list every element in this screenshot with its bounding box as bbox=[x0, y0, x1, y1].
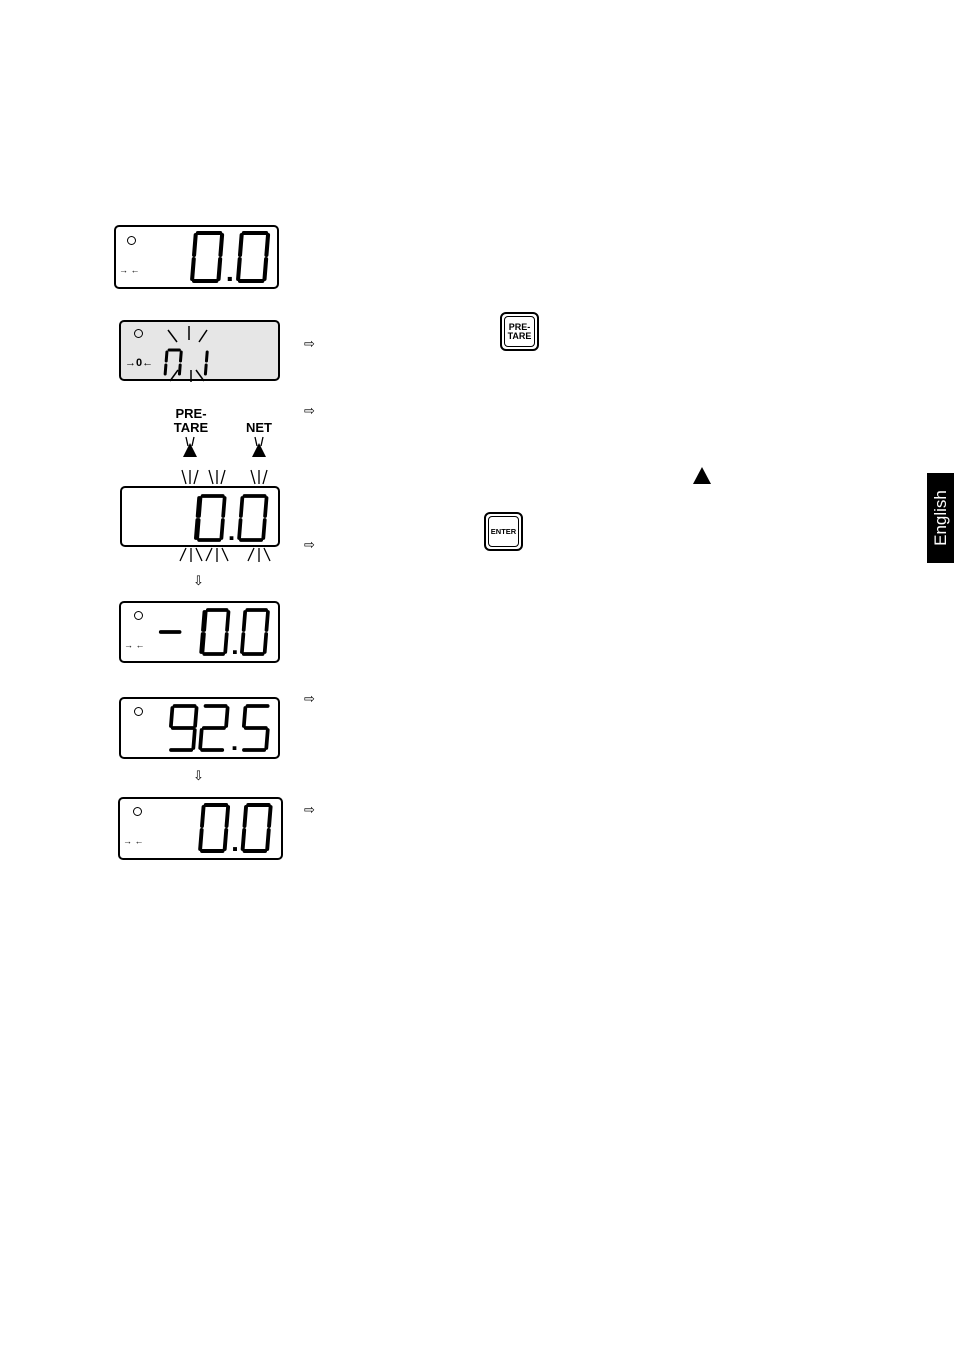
segment-e bbox=[163, 363, 168, 376]
stable-indicator bbox=[127, 236, 136, 245]
segment-f bbox=[197, 496, 203, 518]
segment-f bbox=[242, 805, 248, 828]
pretare-annunciator-label: PRE- TARE bbox=[168, 407, 214, 435]
display-1: → ← bbox=[114, 225, 279, 289]
segment-c bbox=[262, 632, 269, 654]
segment-c bbox=[191, 728, 197, 750]
seven-seg-readout bbox=[169, 704, 270, 752]
step-arrow-icon: ⇨ bbox=[304, 691, 315, 706]
seven-seg-readout bbox=[194, 494, 269, 542]
decimal-point bbox=[233, 847, 237, 851]
segment-c bbox=[262, 256, 269, 282]
language-tab: English bbox=[927, 473, 954, 563]
display-5 bbox=[119, 697, 280, 759]
stable-indicator bbox=[134, 707, 143, 716]
segment-c bbox=[203, 363, 208, 376]
segment-b bbox=[264, 610, 270, 632]
pretare-label-line1: PRE- bbox=[175, 406, 207, 421]
up-triangle-icon bbox=[693, 467, 711, 484]
net-annunciator-label: NET bbox=[246, 420, 272, 435]
segment-f bbox=[192, 232, 198, 258]
seven-seg-readout bbox=[163, 348, 209, 376]
segment-c bbox=[265, 828, 271, 851]
step-arrow-icon: ⇨ bbox=[304, 336, 315, 351]
stable-indicator bbox=[134, 329, 143, 338]
segment-b bbox=[264, 232, 271, 258]
segment-c bbox=[223, 632, 229, 654]
display-2: →0← bbox=[119, 320, 280, 381]
segment-b bbox=[267, 805, 273, 828]
zero-indicator: → ← bbox=[124, 640, 145, 650]
seven-seg-readout bbox=[158, 608, 270, 656]
segment-f bbox=[164, 350, 169, 363]
step-arrow-icon: ⇨ bbox=[304, 537, 315, 552]
decimal-point bbox=[232, 746, 237, 750]
segment-c bbox=[261, 518, 267, 540]
segment-b bbox=[225, 610, 231, 632]
segment-c bbox=[222, 828, 229, 851]
display-3 bbox=[120, 486, 280, 547]
step-arrow-icon: ⇨ bbox=[304, 802, 315, 817]
segment-e bbox=[190, 256, 196, 282]
enter-key-icon: ENTER bbox=[484, 512, 523, 551]
pretare-label-line2: TARE bbox=[173, 420, 209, 435]
segment-e bbox=[195, 518, 201, 540]
segment-f bbox=[239, 496, 245, 518]
zero-indicator: →0← bbox=[125, 357, 154, 369]
stable-indicator bbox=[134, 611, 143, 620]
segment-f bbox=[242, 706, 248, 728]
segment-b bbox=[224, 805, 231, 828]
decimal-point bbox=[229, 536, 234, 540]
seven-seg-readout bbox=[190, 230, 271, 284]
segment-b bbox=[193, 706, 199, 728]
display-6: → ← bbox=[118, 797, 283, 860]
segment-b bbox=[221, 496, 227, 518]
segment-f bbox=[202, 610, 208, 632]
zero-indicator: → ← bbox=[119, 265, 140, 275]
down-arrow-icon: ⇩ bbox=[193, 573, 204, 588]
segment-c bbox=[219, 518, 225, 540]
segment-c bbox=[177, 363, 182, 376]
segment-b bbox=[224, 706, 230, 728]
down-arrow-icon: ⇩ bbox=[193, 768, 204, 783]
segment-c bbox=[216, 256, 223, 282]
segment-e bbox=[237, 518, 243, 540]
segment-b bbox=[179, 350, 183, 363]
decimal-point bbox=[227, 276, 232, 281]
segment-e bbox=[198, 828, 204, 851]
pretare-key-line1: PRE- bbox=[508, 321, 531, 332]
step-arrow-icon: ⇨ bbox=[304, 403, 315, 418]
zero-indicator: → ← bbox=[123, 836, 144, 846]
segment-c bbox=[264, 728, 270, 750]
segment-f bbox=[241, 610, 247, 632]
segment-b bbox=[218, 232, 225, 258]
segment-b bbox=[263, 496, 269, 518]
pretare-key-line2: TARE bbox=[507, 330, 532, 341]
seven-seg-readout bbox=[198, 803, 273, 853]
stable-indicator bbox=[133, 807, 142, 816]
decimal-point bbox=[233, 650, 237, 654]
segment-b bbox=[204, 350, 209, 363]
segment-e bbox=[240, 828, 247, 851]
language-tab-label: English bbox=[930, 490, 950, 546]
segment-f bbox=[169, 706, 175, 728]
segment-f bbox=[237, 232, 244, 258]
segment-e bbox=[236, 256, 242, 282]
display-4: → ← bbox=[119, 601, 280, 663]
enter-key-label: ENTER bbox=[490, 527, 517, 536]
segment-f bbox=[200, 805, 206, 828]
segment-e bbox=[198, 728, 204, 750]
segment-e bbox=[200, 632, 206, 654]
segment-e bbox=[240, 632, 246, 654]
pretare-key-icon: PRE- TARE bbox=[500, 312, 539, 351]
